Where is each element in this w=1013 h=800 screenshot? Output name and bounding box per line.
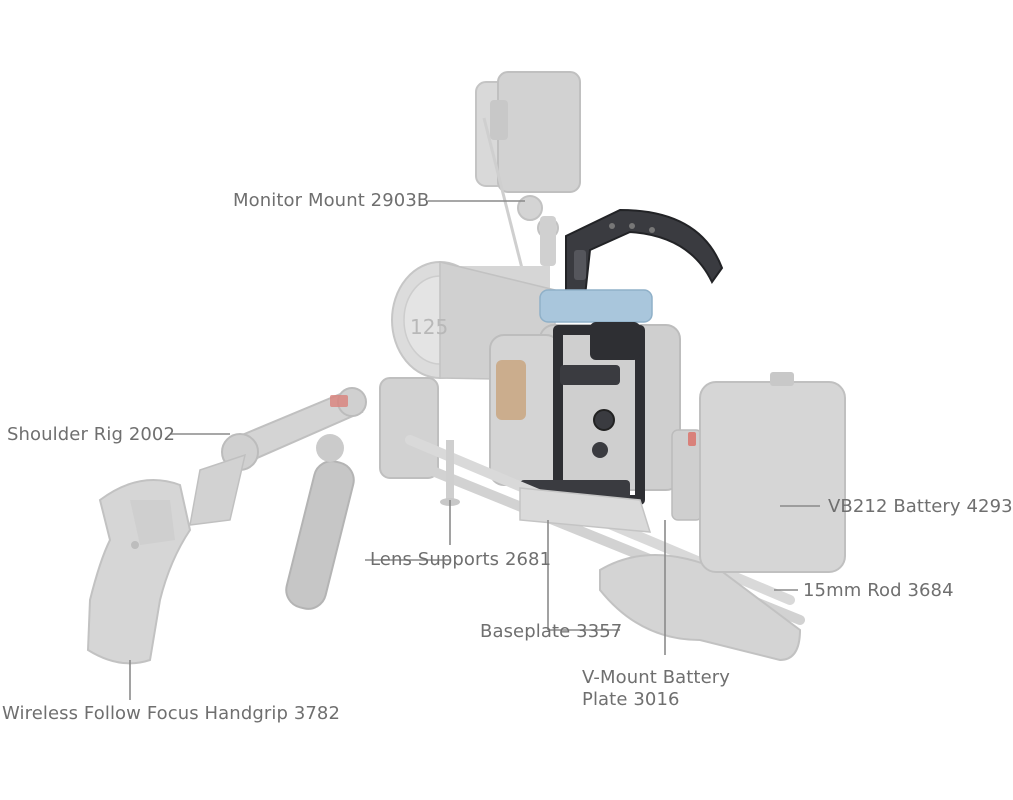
camera-body [489, 324, 681, 491]
shoulder-rig-arm [189, 387, 367, 526]
battery-part [699, 372, 846, 573]
vmount-plate-part [671, 429, 703, 521]
label-rod: 15mm Rod 3684 [803, 580, 954, 601]
baseplate-part [519, 487, 652, 533]
monitor-mount-arm [517, 195, 559, 266]
label-lens-supports: Lens Supports 2681 [370, 549, 552, 570]
monitor [475, 71, 581, 301]
label-shoulder-rig: Shoulder Rig 2002 [7, 424, 176, 445]
label-baseplate: Baseplate 3357 [480, 621, 623, 642]
follow-focus-motor [379, 377, 439, 479]
leader-lines [129, 200, 820, 700]
handgrip-part [86, 479, 192, 665]
shoulder-pad [599, 554, 802, 662]
lens-marking: 125 [410, 315, 448, 339]
label-vmount-plate-line1: V-Mount Battery [582, 667, 731, 688]
label-battery: VB212 Battery 4293 [828, 496, 1013, 517]
label-monitor-mount: Monitor Mount 2903B [233, 190, 430, 211]
label-handgrip: Wireless Follow Focus Handgrip 3782 [2, 703, 341, 724]
top-accessory [539, 289, 653, 360]
label-vmount-plate-line2: Plate 3016 [582, 689, 680, 710]
rear-handle [285, 434, 355, 610]
top-handle [565, 208, 724, 297]
